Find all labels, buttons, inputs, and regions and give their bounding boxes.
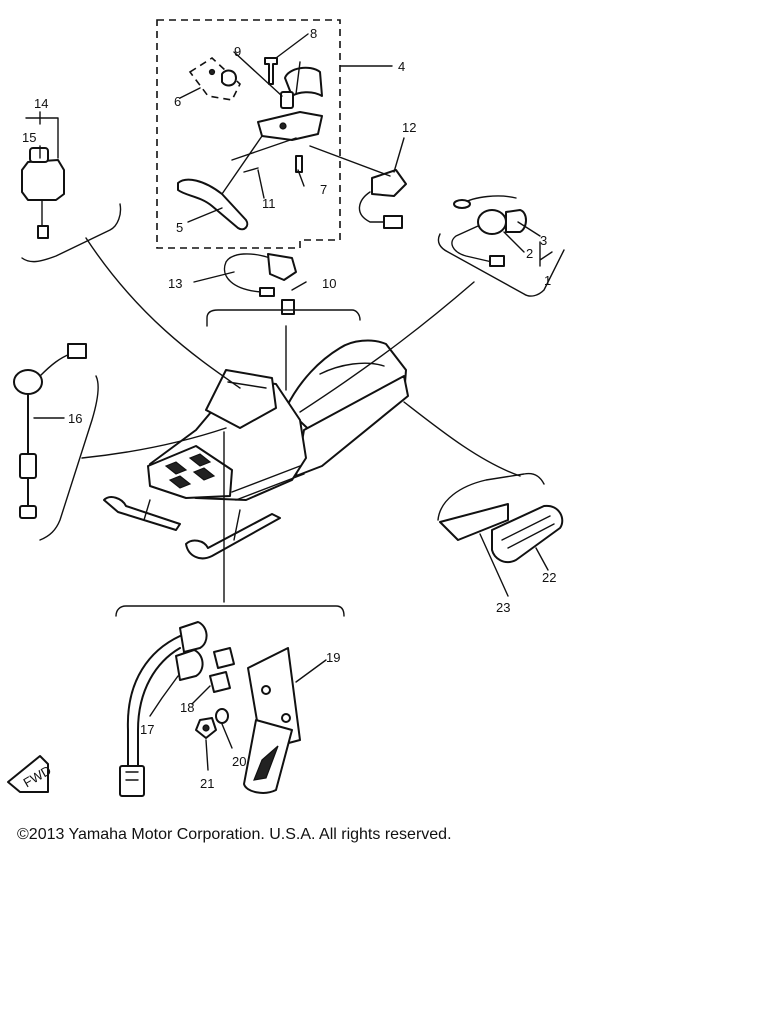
dashed-group-box <box>156 19 341 249</box>
bracket-fuel-gauge <box>39 375 99 541</box>
throttle-switch-cable <box>223 253 297 315</box>
throttle-lever-assembly <box>177 56 323 231</box>
bracket-light-switch <box>437 233 565 297</box>
callout-2: 2 <box>526 246 533 261</box>
callout-14: 14 <box>34 96 48 111</box>
callout-15: 15 <box>22 130 36 145</box>
bracket-plate-19 <box>243 647 301 794</box>
light-switch-assembly <box>451 195 527 267</box>
snowmobile-body <box>147 339 409 501</box>
callout-12: 12 <box>402 120 416 135</box>
snowmobile-skis <box>103 496 281 560</box>
bracket-key-switch <box>21 203 122 263</box>
bracket-switch-group <box>206 309 361 327</box>
callout-20: 20 <box>232 754 246 769</box>
callout-23: 23 <box>496 600 510 615</box>
fwd-arrow-icon: FWD <box>7 755 54 793</box>
callout-5: 5 <box>176 220 183 235</box>
leader-lines <box>81 237 521 603</box>
connector-12 <box>358 169 407 229</box>
callout-3: 3 <box>540 233 547 248</box>
callout-17: 17 <box>140 722 154 737</box>
taillight-assembly <box>437 472 564 564</box>
callout-leaders <box>25 33 553 771</box>
callout-16: 16 <box>68 411 82 426</box>
callout-19: 19 <box>326 650 340 665</box>
callout-4: 4 <box>398 59 405 74</box>
callout-10: 10 <box>322 276 336 291</box>
callout-1: 1 <box>544 273 551 288</box>
callout-18: 18 <box>180 700 194 715</box>
bracket-lower-group <box>115 605 345 617</box>
callout-11: 11 <box>262 196 276 211</box>
copyright-notice: ©2013 Yamaha Motor Corporation. U.S.A. A… <box>17 826 452 843</box>
callout-numbers: 8 4 9 6 5 7 11 12 13 10 14 15 3 2 1 16 1… <box>22 26 556 791</box>
key-switch-assembly <box>21 147 65 239</box>
nut-21 <box>195 717 217 739</box>
callout-7: 7 <box>320 182 327 197</box>
callout-8: 8 <box>310 26 317 41</box>
callout-9: 9 <box>234 44 241 59</box>
callout-6: 6 <box>174 94 181 109</box>
wire-harness-17 <box>119 621 208 797</box>
callout-21: 21 <box>200 776 214 791</box>
callout-13: 13 <box>168 276 182 291</box>
callout-22: 22 <box>542 570 556 585</box>
fuel-gauge-16 <box>13 343 87 519</box>
bulbs-18 <box>209 647 235 693</box>
washer-20 <box>215 708 229 724</box>
